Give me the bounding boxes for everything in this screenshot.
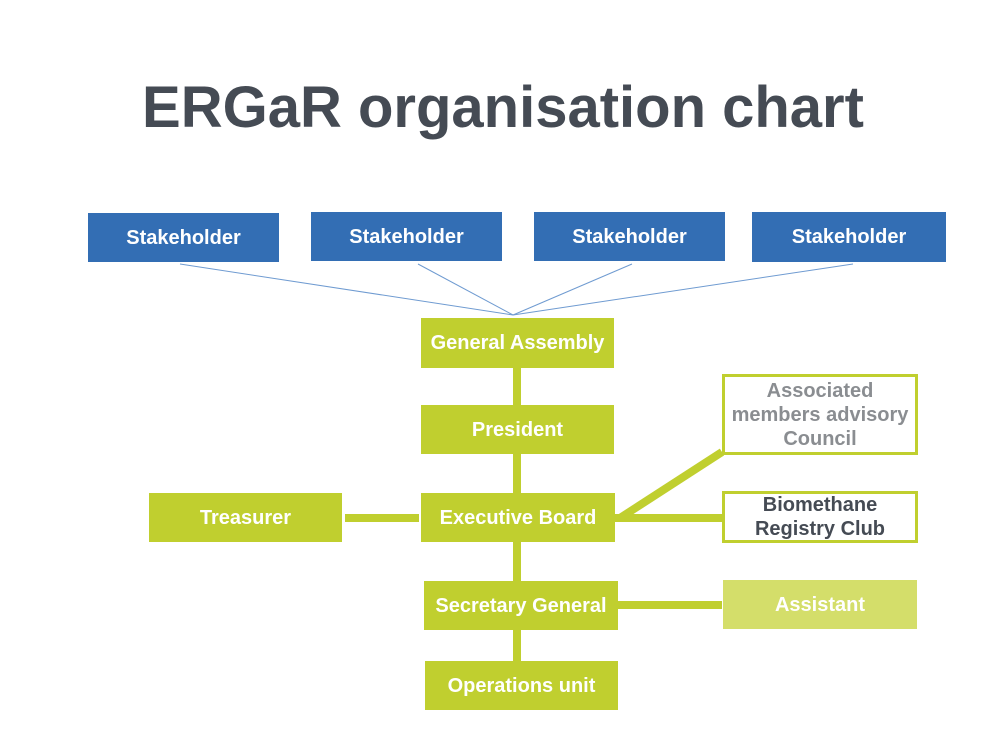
hierarchy-connectors [345,368,725,661]
connector-line [179,263,514,316]
page-title: ERGaR organisation chart [142,75,864,140]
stakeholder-box: Stakeholder [88,213,279,262]
secretary-general-box: Secretary General [424,581,618,630]
general-assembly-box: General Assembly [421,318,614,368]
connector-line [512,263,633,316]
biomethane-club-box: Biomethane Registry Club [722,491,918,543]
stakeholder-box: Stakeholder [752,212,946,262]
president-box: President [421,405,614,454]
connector-line [417,263,514,316]
treasurer-box: Treasurer [149,493,342,542]
connector-line [617,448,725,522]
connector-line [512,263,854,316]
stakeholder-connectors [179,263,854,316]
executive-board-box: Executive Board [421,493,615,542]
stakeholder-box: Stakeholder [311,212,502,261]
stakeholder-box: Stakeholder [534,212,725,261]
operations-unit-box: Operations unit [425,661,618,710]
assistant-box: Assistant [723,580,917,629]
associated-council-box: Associated members advisory Council [722,374,918,455]
